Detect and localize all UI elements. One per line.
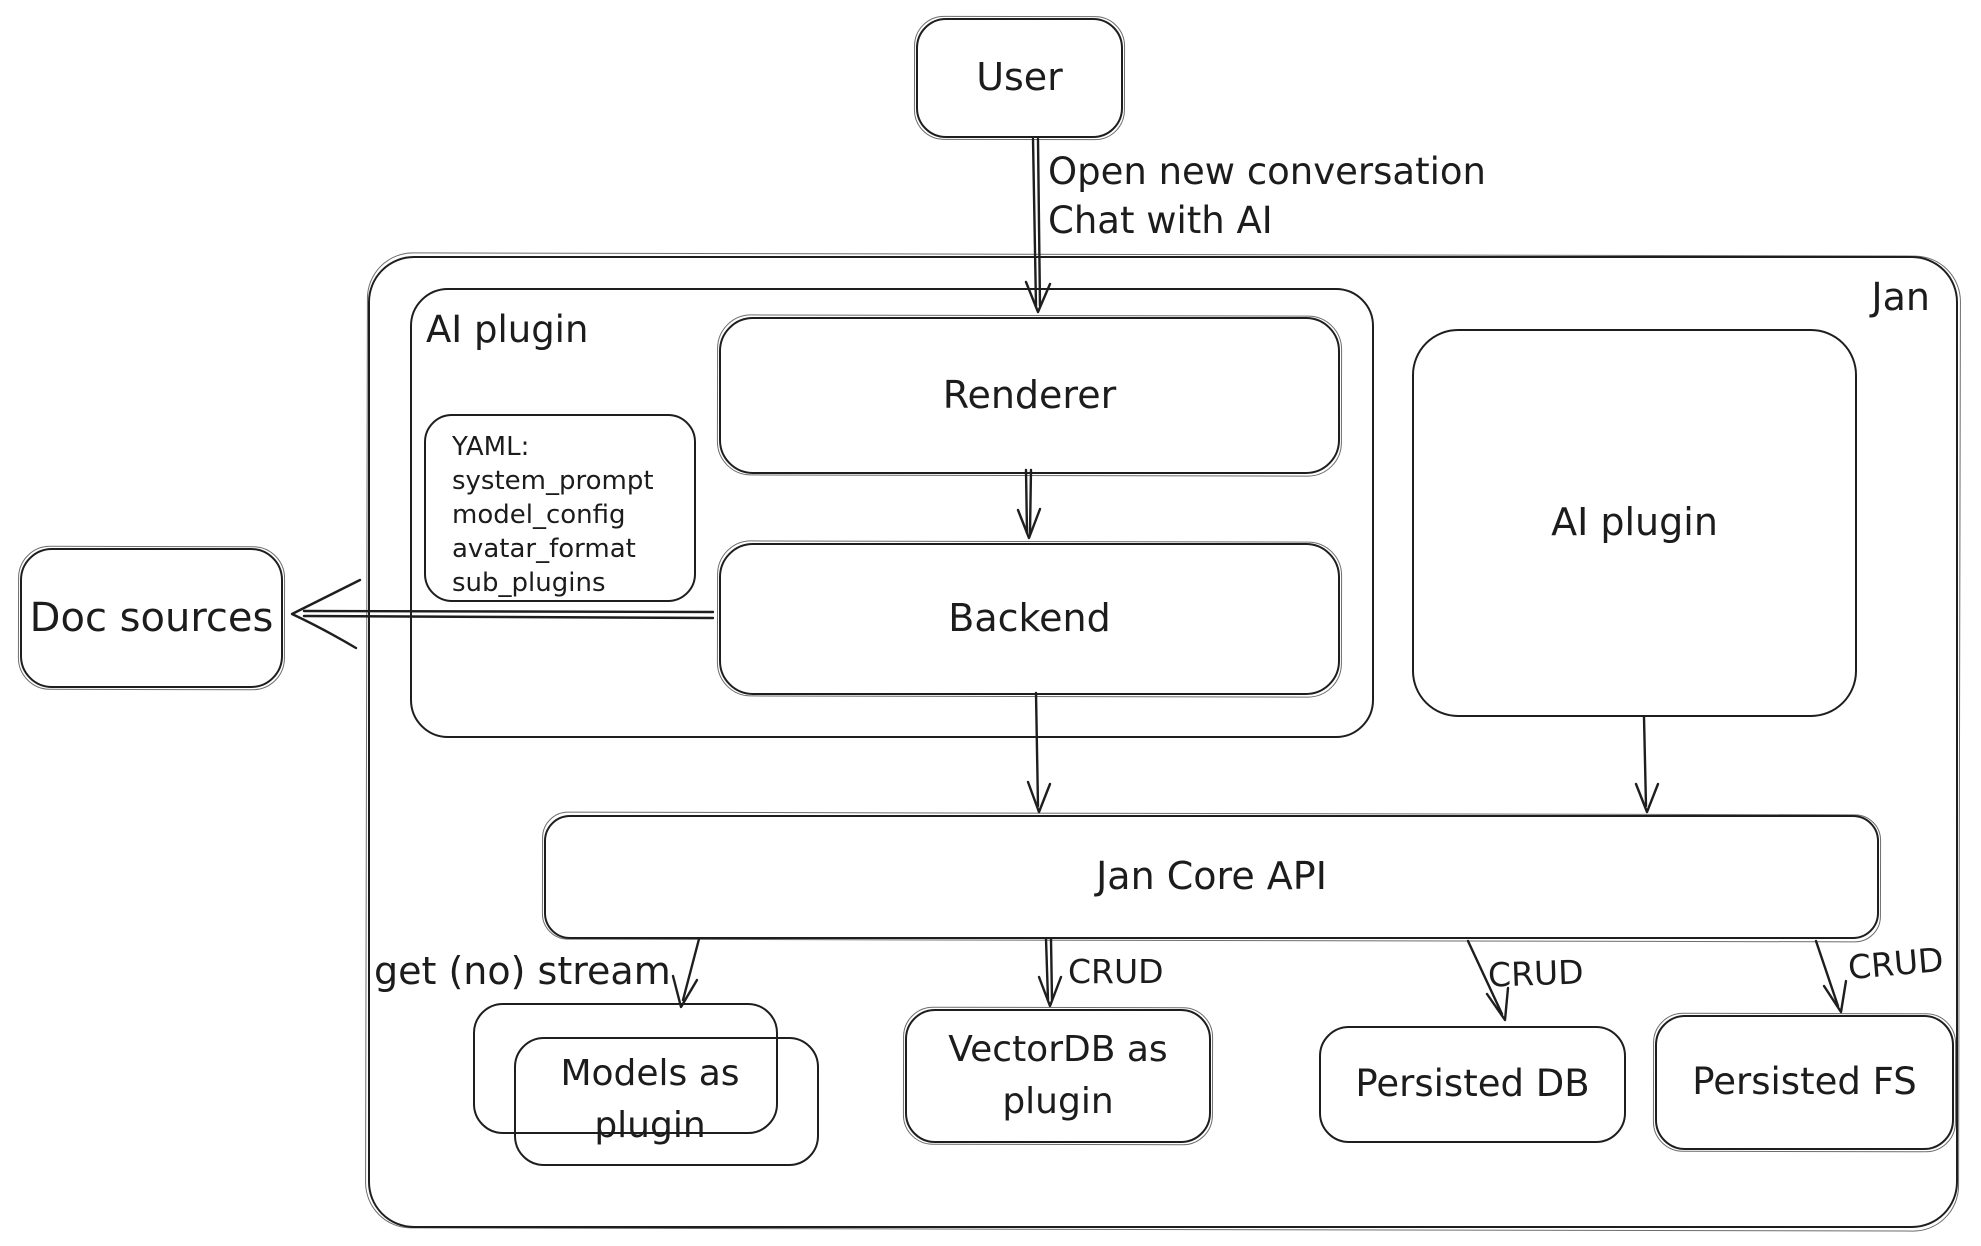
edge-label-crud-vectordb: CRUD: [1068, 950, 1164, 994]
yaml-line: system_prompt: [452, 466, 654, 496]
node-models-as-plugin-front: [514, 1037, 819, 1166]
container-ai-plugin: AI plugin YAML: system_prompt model_conf…: [410, 288, 1374, 738]
yaml-line: model_config: [452, 500, 626, 530]
models-label-line2: plugin: [594, 1105, 706, 1146]
node-persisted-fs: Persisted FS: [1655, 1015, 1954, 1150]
note-yaml: YAML: system_prompt model_config avatar_…: [424, 414, 696, 602]
node-persisted-db: Persisted DB: [1319, 1026, 1626, 1143]
node-models-as-plugin-back: [473, 1003, 778, 1134]
node-renderer-label: Renderer: [942, 372, 1117, 417]
ai-plugin-label-text: AI plugin: [426, 308, 589, 351]
yaml-line: sub_plugins: [452, 568, 606, 598]
yaml-line: avatar_format: [452, 534, 636, 564]
node-vectordb-as-plugin: VectorDB as plugin: [905, 1009, 1211, 1143]
node-renderer: Renderer: [719, 317, 1340, 474]
container-ai-plugin-label: AI plugin: [426, 306, 588, 355]
node-ai-plugin-right: AI plugin: [1412, 329, 1857, 717]
node-backend: Backend: [719, 543, 1340, 695]
node-user-label: User: [976, 55, 1063, 100]
edge-label-get-no-stream: get (no) stream: [374, 946, 671, 996]
vectordb-label-line2: plugin: [1002, 1081, 1114, 1122]
node-persisted-fs-label: Persisted FS: [1692, 1060, 1917, 1104]
edge-label-crud-persisted-db: CRUD: [1487, 950, 1584, 997]
crud-text: CRUD: [1487, 952, 1585, 995]
node-ai-plugin-right-label: AI plugin: [1551, 500, 1718, 545]
node-persisted-db-label: Persisted DB: [1355, 1062, 1590, 1106]
vectordb-label-line1: VectorDB as: [948, 1028, 1168, 1070]
jan-label-text: Jan: [1871, 275, 1930, 319]
node-backend-label: Backend: [948, 596, 1111, 641]
node-jan-core-api: Jan Core API: [544, 815, 1879, 939]
node-jan-core-api-label: Jan Core API: [1096, 854, 1327, 899]
get-no-stream-text: get (no) stream: [374, 949, 671, 993]
edge-label-line2: Chat with AI: [1048, 198, 1273, 242]
edge-label-line1: Open new conversation: [1048, 150, 1486, 193]
crud-text: CRUD: [1068, 952, 1164, 991]
edge-label-crud-persisted-fs: CRUD: [1846, 938, 1945, 990]
container-jan: Jan AI plugin YAML: system_prompt model_…: [368, 256, 1958, 1228]
edge-label-user-to-renderer: Open new conversation Chat with AI: [1048, 148, 1486, 246]
models-label-line1: Models as: [560, 1053, 740, 1094]
node-doc-sources: Doc sources: [20, 548, 283, 688]
crud-text: CRUD: [1846, 939, 1946, 988]
container-jan-label: Jan: [1871, 272, 1930, 322]
node-doc-sources-label: Doc sources: [29, 595, 274, 641]
yaml-line: YAML:: [452, 432, 530, 462]
node-user: User: [916, 18, 1123, 138]
node-models-as-plugin-label: Models as plugin: [500, 1048, 800, 1152]
